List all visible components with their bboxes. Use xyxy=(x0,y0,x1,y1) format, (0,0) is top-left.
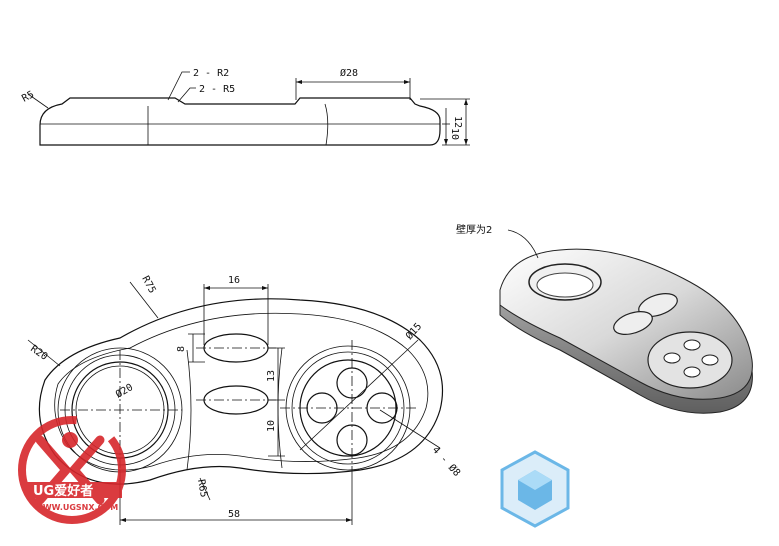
side-view-tangent-2 xyxy=(324,103,329,146)
ug-brand-text: UG爱好者 xyxy=(33,483,93,499)
dim-58: 58 xyxy=(228,509,240,520)
dim-2r2: 2 - R2 xyxy=(193,68,229,79)
iso-button-pocket xyxy=(647,331,733,389)
dim-d20: Ø20 xyxy=(114,381,136,400)
dim-13: 13 xyxy=(266,370,277,382)
ug-watermark-logo: UG爱好者 WWW.UGSNX.COM xyxy=(18,416,126,524)
side-view: Ø28 2 - R2 2 - R5 R5 10 12 xyxy=(20,67,470,146)
wall-thickness-label: 壁厚为2 xyxy=(456,223,492,236)
dim-d15: Ø15 xyxy=(403,321,424,342)
dim-8: 8 xyxy=(176,346,187,352)
side-view-outline xyxy=(39,97,441,146)
dim-12: 12 xyxy=(452,116,463,128)
dim-r65: R65 xyxy=(195,479,209,499)
iso-view: 壁厚为2 xyxy=(456,223,753,414)
dim-r20: R20 xyxy=(28,343,49,362)
ug-url-text: WWW.UGSNX.COM xyxy=(34,503,118,512)
dim-10b: 10 xyxy=(266,420,277,432)
dim-10: 10 xyxy=(449,128,460,140)
top-view-inner-outline xyxy=(54,312,429,471)
dim-r5: R5 xyxy=(20,89,36,104)
dim-r75: R75 xyxy=(139,274,157,295)
dim-4d8: 4 - Ø8 xyxy=(430,444,463,479)
dim-d28: Ø28 xyxy=(340,67,358,79)
cube-watermark-logo xyxy=(500,450,570,528)
right-boss-mid xyxy=(291,351,405,465)
dim-2r5: 2 - R5 xyxy=(199,84,235,95)
dim-16: 16 xyxy=(228,275,240,286)
